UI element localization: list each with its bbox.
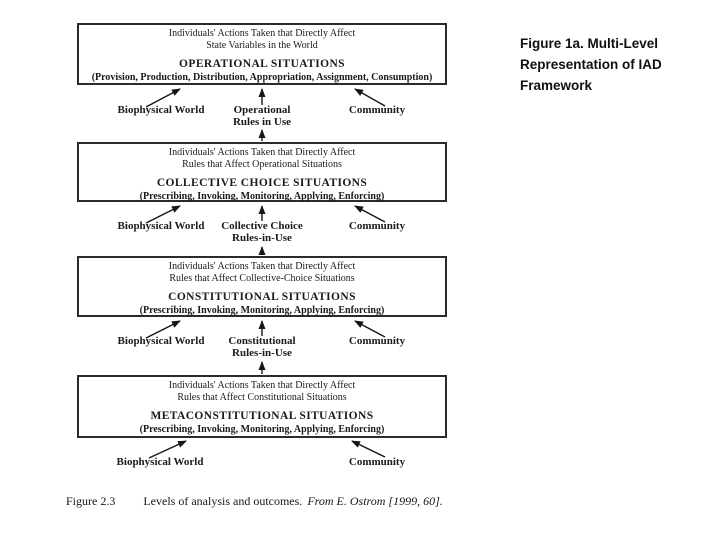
arrow-community-to-metaconstitutional: [351, 440, 386, 458]
operational-situations-box: Individuals' Actions Taken that Directly…: [77, 23, 447, 85]
situation-activities: (Prescribing, Invoking, Monitoring, Appl…: [139, 305, 385, 316]
rules-label-line: Operational: [233, 104, 291, 116]
caption-figure-number: Figure 2.3: [66, 494, 116, 508]
action-line: Individuals' Actions Taken that Directly…: [168, 28, 356, 39]
rules-label-line: Rules-in-Use: [232, 347, 292, 359]
situation-title: CONSTITUTIONAL SITUATIONS: [168, 291, 356, 303]
operational-rules-in-use-label: Operational Rules in Use: [212, 104, 312, 128]
action-line: Individuals' Actions Taken that Directly…: [168, 261, 356, 272]
metaconstitutional-situations-box: Individuals' Actions Taken that Directly…: [77, 375, 447, 438]
rules-label-line: Rules in Use: [232, 116, 292, 128]
biophysical-world-label: Biophysical World: [117, 220, 205, 232]
situation-activities: (Prescribing, Invoking, Monitoring, Appl…: [139, 191, 385, 202]
action-line: Rules that Affect Constitutional Situati…: [177, 392, 347, 403]
caption-source: From E. Ostrom [1999, 60].: [307, 494, 443, 508]
action-line: Rules that Affect Operational Situations: [182, 159, 342, 170]
community-label: Community: [348, 335, 406, 347]
rules-label-line: Collective Choice: [221, 220, 303, 232]
rules-label-line: Rules-in-Use: [232, 232, 292, 244]
situation-activities: (Prescribing, Invoking, Monitoring, Appl…: [139, 424, 385, 435]
collective-choice-rules-in-use-label: Collective Choice Rules-in-Use: [202, 220, 322, 244]
slide-title: Figure 1a. Multi-Level Representation of…: [520, 36, 662, 93]
biophysical-world-label: Biophysical World: [116, 456, 204, 468]
community-label: Community: [348, 104, 406, 116]
action-line: State Variables in the World: [206, 40, 318, 51]
situation-activities: (Provision, Production, Distribution, Ap…: [91, 72, 433, 83]
biophysical-world-label: Biophysical World: [117, 335, 205, 347]
figure-caption: Figure 2.3 Levels of analysis and outcome…: [66, 494, 443, 509]
rules-label-line: Constitutional: [228, 335, 296, 347]
constitutional-action-text: Individuals' Actions Taken that Directly…: [169, 261, 356, 285]
constitutional-situations-box: Individuals' Actions Taken that Directly…: [77, 256, 447, 317]
constitutional-rules-in-use-label: Constitutional Rules-in-Use: [212, 335, 312, 359]
community-label: Community: [348, 456, 406, 468]
collective-choice-situations-box: Individuals' Actions Taken that Directly…: [77, 142, 447, 202]
collective-choice-action-text: Individuals' Actions Taken that Directly…: [169, 147, 356, 171]
action-line: Rules that Affect Collective-Choice Situ…: [169, 273, 355, 284]
situation-title: METACONSTITUTIONAL SITUATIONS: [150, 410, 374, 422]
caption-description: Levels of analysis and outcomes.: [143, 494, 303, 508]
action-line: Individuals' Actions Taken that Directly…: [168, 380, 356, 391]
metaconstitutional-action-text: Individuals' Actions Taken that Directly…: [169, 380, 356, 404]
situation-title: COLLECTIVE CHOICE SITUATIONS: [156, 177, 368, 189]
operational-action-text: Individuals' Actions Taken that Directly…: [169, 28, 356, 52]
situation-title: OPERATIONAL SITUATIONS: [179, 58, 345, 70]
biophysical-world-label: Biophysical World: [117, 104, 205, 116]
community-label: Community: [348, 220, 406, 232]
action-line: Individuals' Actions Taken that Directly…: [168, 147, 356, 158]
